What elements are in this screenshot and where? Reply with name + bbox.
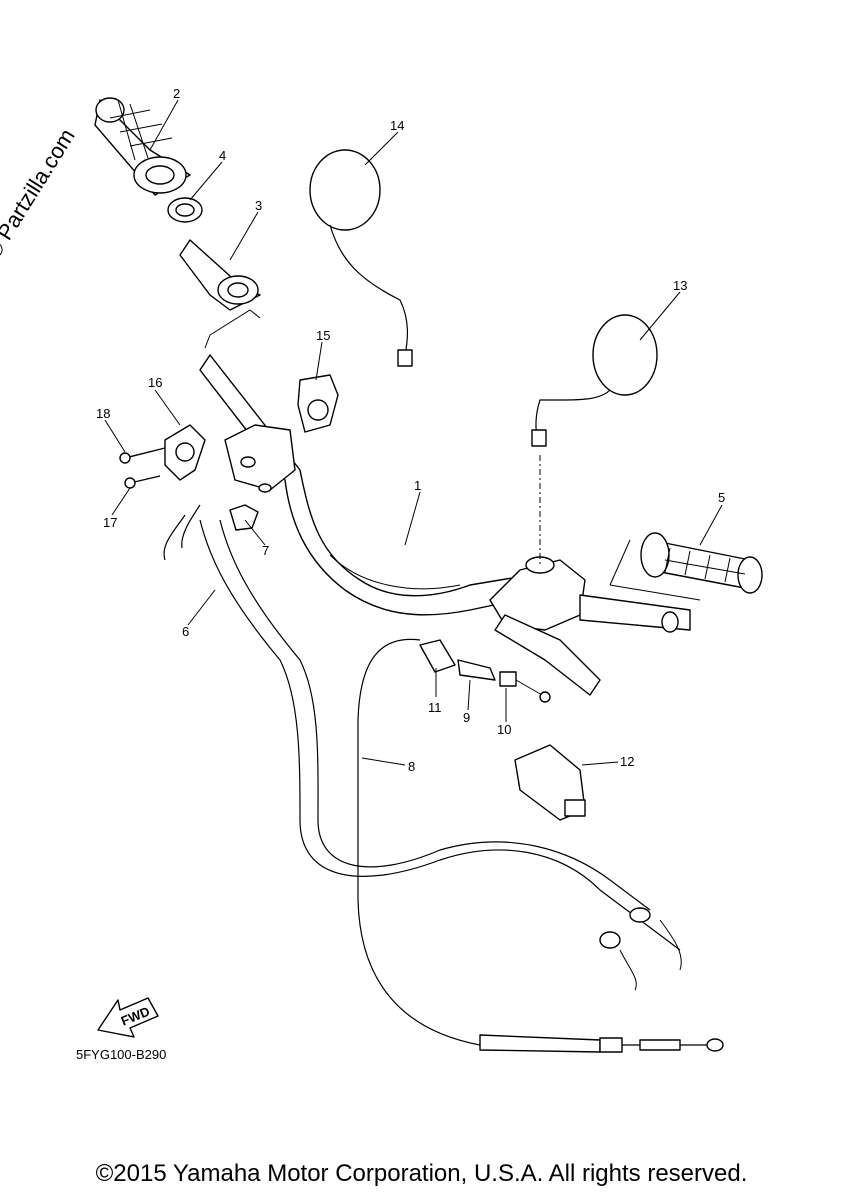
callout-13: 13 bbox=[673, 278, 687, 293]
diagram-code: 5FYG100-B290 bbox=[76, 1047, 167, 1062]
fwd-arrow-icon: FWD bbox=[97, 997, 159, 1038]
callout-8: 8 bbox=[408, 759, 415, 774]
washer[interactable] bbox=[167, 197, 203, 223]
throttle-cables[interactable] bbox=[163, 504, 682, 991]
adjuster-spring[interactable] bbox=[457, 659, 496, 681]
callout-2: 2 bbox=[173, 86, 180, 101]
callout-10: 10 bbox=[497, 722, 511, 737]
screw-17[interactable] bbox=[124, 475, 161, 489]
switch-housing-lower[interactable] bbox=[164, 424, 206, 481]
clutch-lever-holder[interactable] bbox=[489, 556, 691, 696]
callout-18: 18 bbox=[96, 406, 110, 421]
screw-18[interactable] bbox=[119, 447, 166, 464]
callout-14: 14 bbox=[390, 118, 404, 133]
callout-5: 5 bbox=[718, 490, 725, 505]
callout-1: 1 bbox=[414, 478, 421, 493]
clutch-cable[interactable] bbox=[357, 638, 724, 1053]
callout-7: 7 bbox=[262, 543, 269, 558]
switch-housing-upper[interactable] bbox=[297, 374, 339, 433]
leader-lines bbox=[104, 99, 723, 766]
copyright-notice: ©2015 Yamaha Motor Corporation, U.S.A. A… bbox=[95, 1160, 748, 1187]
grip-guide-outline bbox=[204, 309, 261, 349]
callout-16: 16 bbox=[148, 375, 162, 390]
locknut[interactable] bbox=[499, 671, 551, 703]
callout-4: 4 bbox=[219, 148, 226, 163]
right-grip-guide bbox=[609, 539, 701, 601]
throttle-housing[interactable] bbox=[224, 424, 296, 493]
throttle-grip[interactable] bbox=[179, 239, 261, 311]
callout-17: 17 bbox=[103, 515, 117, 530]
right-mirror[interactable] bbox=[531, 314, 658, 447]
cable-clamp[interactable] bbox=[229, 504, 259, 531]
left-mirror[interactable] bbox=[309, 149, 413, 367]
callout-11: 11 bbox=[428, 700, 442, 715]
callout-labels: 2 4 3 14 13 15 16 18 17 7 1 5 6 8 12 11 … bbox=[96, 86, 725, 774]
callout-6: 6 bbox=[182, 624, 189, 639]
right-grip[interactable] bbox=[640, 532, 763, 594]
cable-adjuster[interactable] bbox=[419, 639, 456, 673]
callout-9: 9 bbox=[463, 710, 470, 725]
cable-cover[interactable] bbox=[514, 744, 586, 821]
callout-15: 15 bbox=[316, 328, 330, 343]
left-grip[interactable] bbox=[94, 97, 191, 196]
callout-12: 12 bbox=[620, 754, 634, 769]
callout-3: 3 bbox=[255, 198, 262, 213]
